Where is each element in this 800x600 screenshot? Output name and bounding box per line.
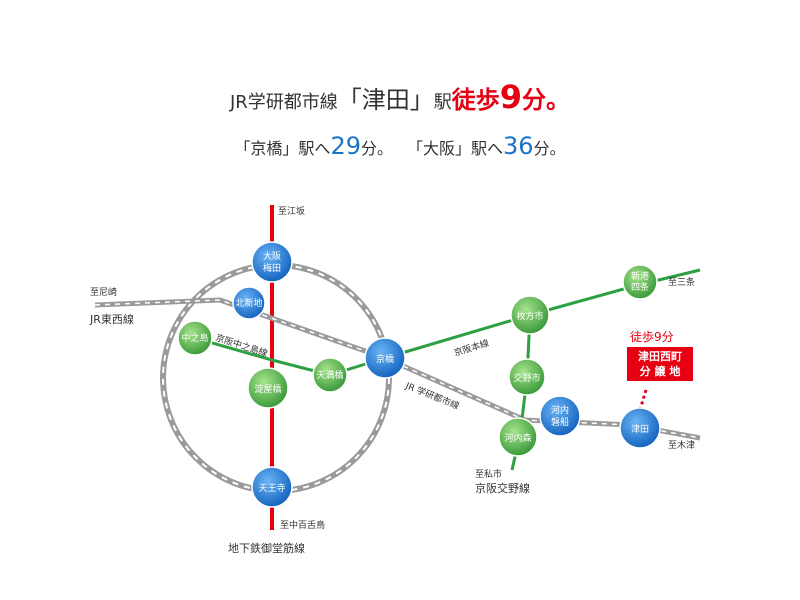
to-esaka-label: 至江坂 xyxy=(278,206,305,217)
station-kyobashi: 京橋 xyxy=(364,337,406,379)
destination-name: 津田西町 xyxy=(638,350,682,363)
station-tsuda-label: 津田 xyxy=(631,424,649,435)
station-kawachi-iwafune: 河内 磐船 xyxy=(539,395,581,437)
station-kyobashi-label: 京橋 xyxy=(376,353,394,365)
osaka-text: 「大阪」駅へ xyxy=(407,139,504,158)
walk-path xyxy=(638,389,648,411)
keihan-katano-label: 京阪交野線 xyxy=(475,481,530,495)
destination-walk-label: 徒歩9分 xyxy=(630,330,674,344)
station-hirakatashi-label: 枚方市 xyxy=(516,310,543,322)
headline-minutes-suffix: 分。 xyxy=(522,86,571,114)
kyobashi-unit: 分。 xyxy=(360,139,393,158)
station-kawachi-iwafune-label-2: 磐船 xyxy=(551,416,569,428)
keihan-nakanoshima-label: 京阪中之島線 xyxy=(214,331,269,359)
station-kawachimori: 河内森 xyxy=(498,417,538,457)
station-kawachimori-label: 河内森 xyxy=(504,432,531,444)
station-nakanoshima-label: 中之島 xyxy=(181,332,208,344)
to-nakamozu-label: 至中百舌鳥 xyxy=(280,519,325,531)
station-shinko-shijo-label-2: 四条 xyxy=(631,281,649,293)
station-yodoyabashi: 淀屋橋 xyxy=(247,367,289,409)
headline-line2: 「京橋」駅へ29分。「大阪」駅へ36分。 xyxy=(0,132,800,160)
destination-type: 分 譲 地 xyxy=(639,365,681,378)
station-osaka-umeda-label-1: 大阪 xyxy=(263,250,281,262)
headline-prefix: JR学研都市線 xyxy=(229,92,338,113)
station-tsuda: 津田 xyxy=(619,407,661,449)
kyobashi-minutes: 29 xyxy=(330,132,361,160)
station-katano-shi: 交野市 xyxy=(508,358,546,396)
headline-eki: 駅 xyxy=(433,92,452,113)
osaka-unit: 分。 xyxy=(533,139,566,158)
to-kizu-label: 至木津 xyxy=(668,439,695,451)
station-hirakatashi: 枚方市 xyxy=(510,295,550,335)
to-kisaichi-label: 至私市 xyxy=(475,468,502,480)
headline-walk-minutes: 9 xyxy=(499,78,523,116)
station-katano-shi-label: 交野市 xyxy=(513,372,540,384)
jr-gakken-label: JR 学研都市線 xyxy=(403,379,461,412)
jr-tozai-label: JR東西線 xyxy=(89,312,134,326)
station-shinko-shijo: 新港 四条 xyxy=(622,264,658,300)
keihan-main-line xyxy=(384,268,701,360)
kyobashi-text: 「京橋」駅へ xyxy=(234,139,331,158)
station-osaka-umeda-label-2: 梅田 xyxy=(263,262,281,274)
station-osaka-umeda: 大阪 梅田 xyxy=(251,241,293,283)
headline-walk: 徒歩 xyxy=(451,86,500,114)
osaka-minutes: 36 xyxy=(503,132,534,160)
to-sanjo-label: 至三条 xyxy=(668,276,695,288)
station-nakanoshima: 中之島 xyxy=(177,320,213,356)
headline-line1: JR学研都市線「津田」駅徒歩9分。 xyxy=(0,78,800,116)
station-temmabashi-label: 天満橋 xyxy=(316,369,343,381)
keihan-nakanoshima-line xyxy=(194,336,386,377)
destination-box: 津田西町 分 譲 地 xyxy=(627,347,693,381)
midosuji-label: 地下鉄御堂筋線 xyxy=(228,541,305,555)
to-amagasaki-label: 至尼崎 xyxy=(90,286,117,298)
station-kitashinchi-label: 北新地 xyxy=(235,297,262,309)
headline-station: 「津田」 xyxy=(337,86,434,114)
station-kitashinchi: 北新地 xyxy=(232,286,266,320)
station-yodoyabashi-label: 淀屋橋 xyxy=(254,383,281,395)
station-shinko-shijo-label-1: 新港 xyxy=(631,270,649,282)
station-tennoji: 天王寺 xyxy=(251,466,293,508)
station-temmabashi: 天満橋 xyxy=(312,357,348,393)
keihan-main-label: 京阪本線 xyxy=(452,337,490,359)
station-tennoji-label: 天王寺 xyxy=(258,483,285,494)
station-kawachi-iwafune-label-1: 河内 xyxy=(551,404,569,416)
